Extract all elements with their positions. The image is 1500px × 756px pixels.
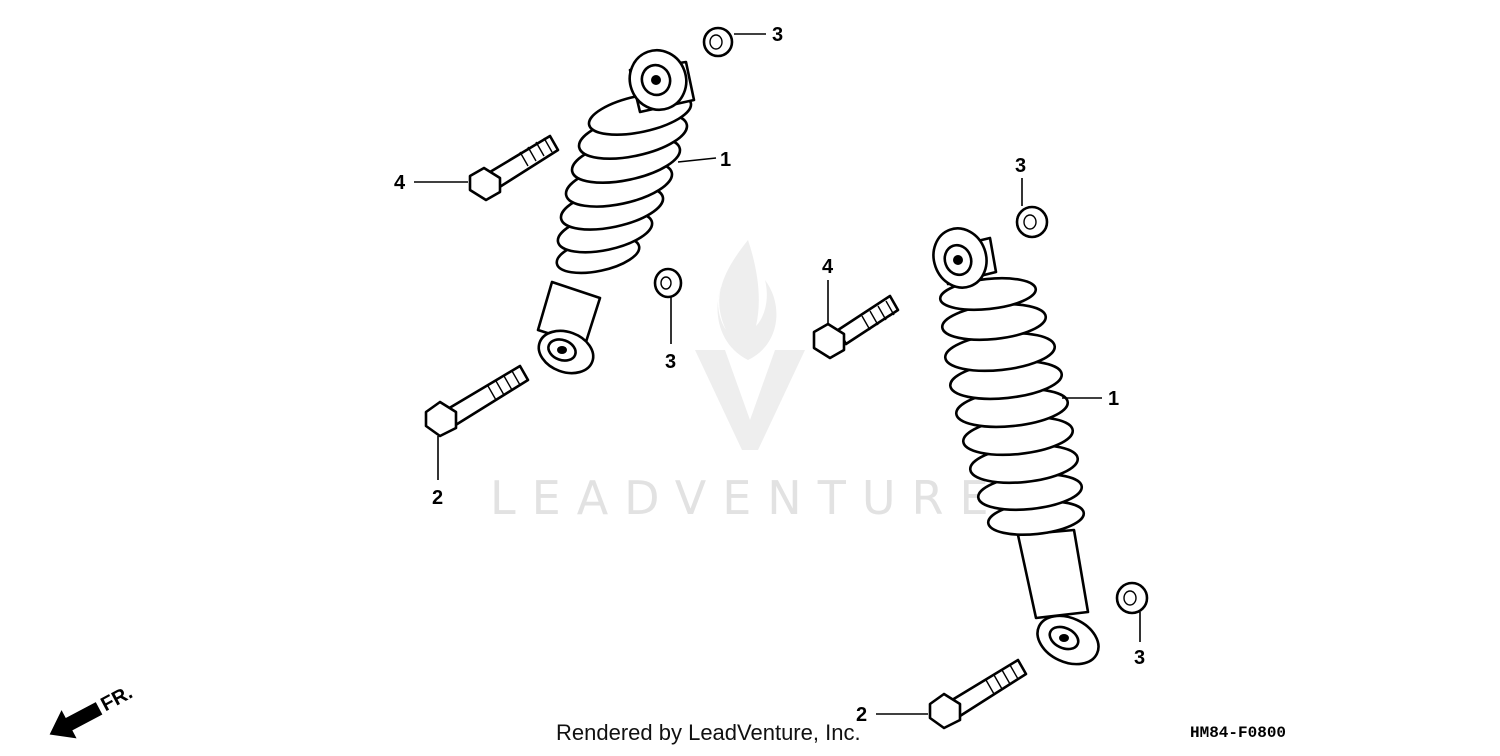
right-lower-bolt: [928, 658, 1028, 730]
render-credit: Rendered by LeadVenture, Inc.: [556, 720, 861, 745]
front-direction-indicator: FR.: [49, 682, 136, 739]
callout-right-nut-bottom: 3: [1134, 647, 1145, 669]
front-arrow-icon: [49, 702, 103, 739]
left-top-nut: [702, 26, 734, 58]
front-direction-label: FR.: [97, 682, 136, 717]
right-upper-bolt: [812, 294, 900, 360]
callout-left-shock: 1: [720, 149, 731, 171]
right-shock-absorber: [932, 227, 1100, 666]
left-upper-bolt: [468, 134, 560, 202]
watermark: LEADVENTURE: [490, 240, 1005, 525]
callout-right-lower-bolt: 2: [856, 704, 867, 726]
right-bottom-nut: [1115, 581, 1149, 615]
callout-right-upper-bolt: 4: [822, 256, 834, 278]
left-bottom-nut: [653, 267, 683, 299]
watermark-flame-icon: [717, 240, 777, 360]
callout-right-nut-top: 3: [1015, 155, 1026, 177]
diagram-code: HM84-F0800: [1190, 724, 1286, 742]
callout-left-nut-top: 3: [772, 24, 783, 46]
right-top-nut: [1015, 205, 1049, 239]
watermark-text: LEADVENTURE: [490, 471, 1005, 525]
left-shock-absorber: [536, 48, 696, 375]
watermark-v-icon: [695, 350, 805, 450]
callout-right-shock: 1: [1108, 388, 1119, 410]
callout-left-upper-bolt: 4: [394, 172, 406, 194]
left-lower-bolt: [424, 364, 530, 438]
callout-left-nut-bottom: 3: [665, 351, 676, 373]
callout-left-lower-bolt: 2: [432, 487, 443, 509]
